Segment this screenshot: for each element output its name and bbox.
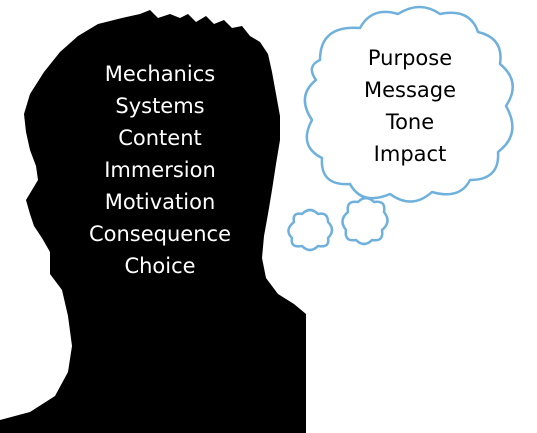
cloud-word-list: Purpose Message Tone Impact [340, 42, 480, 170]
head-word: Immersion [104, 158, 216, 182]
thought-cloud [303, 5, 514, 203]
cloud-word: Impact [373, 142, 447, 166]
head-word: Choice [124, 254, 196, 278]
cloud-word: Tone [385, 110, 435, 134]
head-word: Systems [115, 94, 205, 118]
head-word: Content [118, 126, 202, 150]
cloud-word: Purpose [367, 46, 453, 70]
head-word: Motivation [104, 190, 216, 214]
thought-bubble-small [287, 208, 334, 252]
head-word: Mechanics [104, 62, 216, 86]
thought-bubble-large [341, 196, 389, 246]
head-silhouette [0, 10, 306, 433]
cloud-word: Message [363, 78, 457, 102]
head-word-list: Mechanics Systems Content Immersion Moti… [70, 58, 250, 282]
head-word: Consequence [88, 222, 232, 246]
